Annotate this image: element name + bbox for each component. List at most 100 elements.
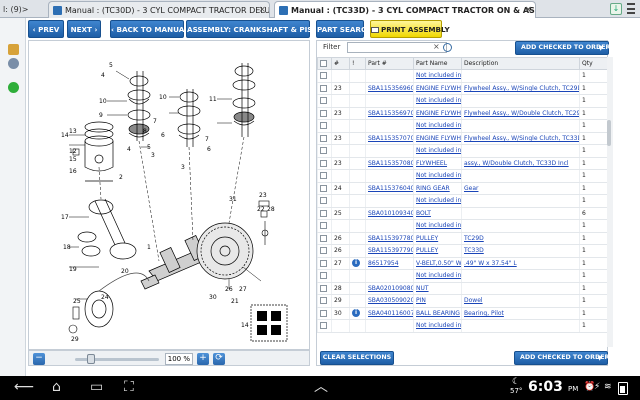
row-checkbox[interactable] bbox=[320, 197, 327, 205]
row-checkbox[interactable] bbox=[320, 322, 327, 330]
expand-up-icon[interactable]: ︿ bbox=[314, 379, 328, 395]
col-header-qty[interactable]: Qty bbox=[579, 57, 608, 70]
add-checked-to-order-button[interactable]: ADD CHECKED TO ORDER ▼ bbox=[515, 41, 610, 55]
row-checkbox[interactable] bbox=[320, 172, 327, 180]
download-icon[interactable]: ↓ bbox=[610, 3, 622, 15]
col-header-description[interactable]: Description bbox=[461, 57, 580, 70]
info-icon[interactable]: i bbox=[352, 259, 360, 268]
row-checkbox[interactable] bbox=[320, 184, 327, 192]
description-link[interactable]: TC33D bbox=[461, 244, 580, 258]
row-checkbox[interactable] bbox=[320, 159, 327, 167]
next-button[interactable]: NEXT › bbox=[67, 20, 101, 38]
part-number-link[interactable]: SBA010109340 bbox=[365, 207, 414, 220]
description-link[interactable] bbox=[461, 269, 580, 283]
part-name-link[interactable]: ENGINE FLYWHEEL bbox=[413, 132, 462, 145]
row-checkbox[interactable] bbox=[320, 247, 327, 255]
part-number-link[interactable]: SBA115357080 bbox=[365, 157, 414, 170]
assembly-title-button[interactable]: ASSEMBLY: CRANKSHAFT & PISTONS bbox=[186, 20, 335, 38]
part-number-link[interactable]: SBA020109080 bbox=[365, 282, 414, 295]
description-link[interactable] bbox=[461, 207, 580, 220]
description-link[interactable] bbox=[461, 282, 580, 295]
part-name-link[interactable]: BOLT bbox=[413, 207, 462, 220]
part-name-link[interactable]: ENGINE FLYWHEEL bbox=[413, 107, 462, 120]
part-number-link[interactable]: SBA030509020 bbox=[365, 294, 414, 308]
close-tab-icon[interactable]: × bbox=[258, 5, 266, 15]
clear-selections-button[interactable]: CLEAR SELECTIONS bbox=[320, 351, 394, 365]
col-header-info[interactable]: ! bbox=[349, 57, 366, 70]
back-nav-icon[interactable]: ⟵ bbox=[14, 379, 35, 395]
row-checkbox[interactable] bbox=[320, 122, 327, 130]
part-number-link[interactable] bbox=[365, 94, 414, 108]
description-link[interactable] bbox=[461, 144, 580, 158]
row-checkbox[interactable] bbox=[320, 272, 327, 280]
row-checkbox[interactable] bbox=[320, 284, 327, 292]
part-number-link[interactable]: SBA115356960 bbox=[365, 82, 414, 95]
settings-icon[interactable] bbox=[8, 58, 19, 69]
description-link[interactable] bbox=[461, 94, 580, 108]
description-link[interactable]: Bearing, Pilot bbox=[461, 307, 580, 320]
row-checkbox[interactable] bbox=[320, 222, 327, 230]
menu-icon[interactable] bbox=[627, 3, 635, 14]
zoom-level[interactable]: 100 % bbox=[165, 353, 193, 365]
part-number-link[interactable]: SBA115356970 bbox=[365, 107, 414, 120]
part-number-link[interactable] bbox=[365, 269, 414, 283]
part-name-link[interactable]: Not included in bbox=[413, 219, 462, 233]
prev-button[interactable]: ‹ PREV bbox=[28, 20, 64, 38]
description-link[interactable]: assy., W/Double Clutch, TC33D Incl bbox=[461, 157, 580, 170]
part-number-link[interactable]: SBA115376040 bbox=[365, 182, 414, 195]
zoom-out-button[interactable]: − bbox=[33, 353, 45, 365]
row-checkbox[interactable] bbox=[320, 109, 327, 117]
description-link[interactable] bbox=[461, 219, 580, 233]
row-checkbox[interactable] bbox=[320, 97, 327, 105]
row-checkbox[interactable] bbox=[320, 72, 327, 80]
col-header-part-number[interactable]: Part # bbox=[365, 57, 414, 70]
row-checkbox[interactable] bbox=[320, 297, 327, 305]
home-nav-icon[interactable]: ⌂ bbox=[52, 379, 61, 395]
description-link[interactable]: .49" W x 37.54" L bbox=[461, 257, 580, 270]
description-link[interactable] bbox=[461, 319, 580, 333]
scrollbar-thumb[interactable] bbox=[607, 120, 611, 146]
tab-tc33d-manual[interactable]: Manual : (TC33D) - 3 CYL COMPACT TRACTOR… bbox=[274, 1, 536, 18]
part-name-link[interactable]: NUT bbox=[413, 282, 462, 295]
select-all-checkbox[interactable] bbox=[317, 57, 332, 70]
description-link[interactable] bbox=[461, 194, 580, 208]
tab-overflow[interactable]: l: (9)> bbox=[3, 5, 29, 14]
part-name-link[interactable]: PULLEY bbox=[413, 232, 462, 245]
row-checkbox[interactable] bbox=[320, 259, 327, 267]
part-number-link[interactable]: SBA115357070 bbox=[365, 132, 414, 145]
add-checked-to-order-bottom-button[interactable]: ADD CHECKED TO ORDER ▼ bbox=[514, 351, 609, 365]
part-name-link[interactable]: RING GEAR bbox=[413, 182, 462, 195]
part-number-link[interactable]: SBA040116007 bbox=[365, 307, 414, 320]
search-icon[interactable] bbox=[443, 43, 452, 52]
print-assembly-button[interactable]: PRINT ASSEMBLY bbox=[370, 20, 450, 38]
row-checkbox[interactable] bbox=[320, 209, 327, 217]
tab-tc30d-manual[interactable]: Manual : (TC30D) - 3 CYL COMPACT TRACTOR… bbox=[48, 1, 270, 18]
part-name-link[interactable]: FLYWHEEL bbox=[413, 157, 462, 170]
part-name-link[interactable]: Not included in bbox=[413, 169, 462, 183]
back-to-manual-button[interactable]: ‹ BACK TO MANUAL bbox=[110, 20, 189, 38]
part-number-link[interactable]: SBA115397790 bbox=[365, 244, 414, 258]
part-name-link[interactable]: V-BELT,0.50" W bbox=[413, 257, 462, 270]
part-number-link[interactable] bbox=[365, 169, 414, 183]
screenshot-icon[interactable]: ⛶ bbox=[124, 379, 134, 395]
part-number-link[interactable]: SBA115397780 bbox=[365, 232, 414, 245]
check-icon[interactable] bbox=[8, 82, 19, 93]
zoom-reset-icon[interactable]: ⟳ bbox=[213, 353, 225, 365]
description-link[interactable]: Flywheel Assy., W/Single Clutch, TC29D bbox=[461, 82, 580, 95]
part-name-link[interactable]: PULLEY bbox=[413, 244, 462, 258]
part-name-link[interactable]: BALL BEARING bbox=[413, 307, 462, 320]
